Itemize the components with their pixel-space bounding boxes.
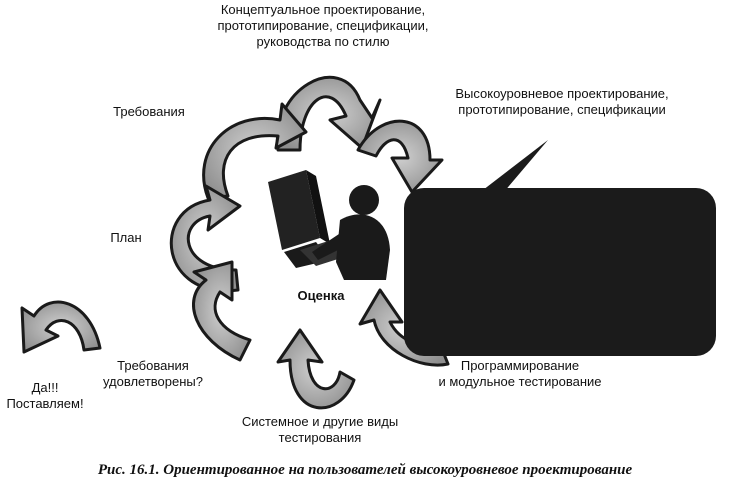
dark-callout-box (404, 188, 716, 356)
label-requirements-met: Требования удовлетворены? (102, 358, 204, 389)
label-programming: Программирование и модульное тестировани… (438, 358, 602, 389)
label-plan: План (110, 230, 142, 245)
label-system-testing: Системное и другие виды тестирования (241, 414, 399, 445)
label-highlevel: Высокоуровневое проектирование, прототип… (455, 86, 669, 117)
label-conceptual: Концептуальное проектирование, прототипи… (217, 2, 429, 49)
arrow-system (276, 328, 356, 410)
arrow-req-met (191, 260, 252, 362)
label-evaluation: Оценка (297, 288, 345, 303)
label-requirements: Требования (113, 104, 185, 119)
label-yes-ship: Да!!! Поставляем! (6, 380, 84, 411)
arrow-highlevel (356, 119, 444, 194)
arrow-conceptual (275, 76, 382, 152)
arrow-requirements (202, 102, 308, 200)
arrow-ship (20, 300, 102, 354)
arrow-plan (169, 184, 242, 293)
computer-user-icon (268, 170, 390, 280)
figure-caption: Рис. 16.1. Ориентированное на пользовате… (97, 462, 633, 478)
